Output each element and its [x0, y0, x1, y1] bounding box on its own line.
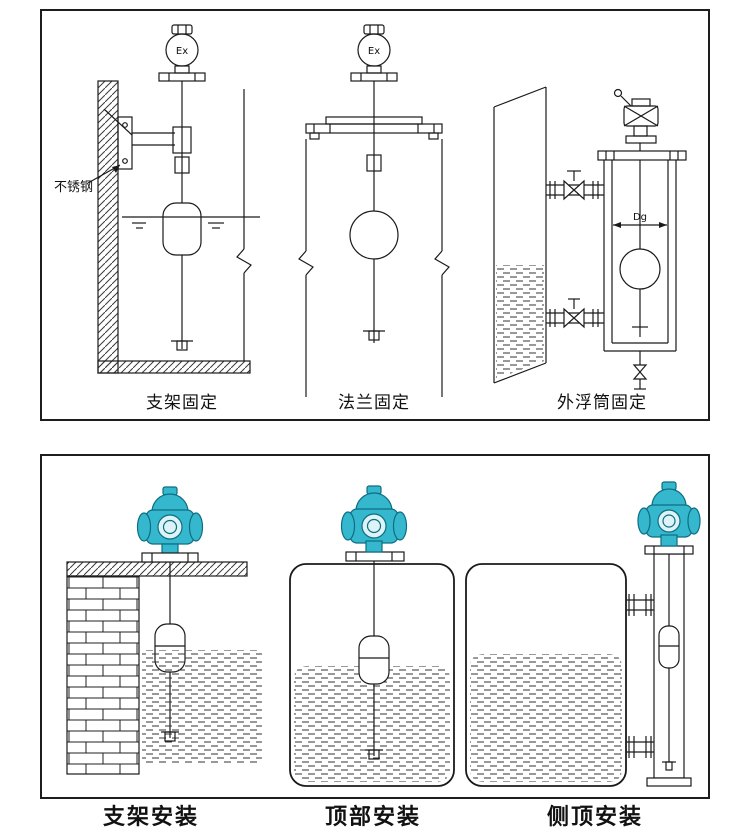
float: [619, 248, 661, 290]
water-level: [122, 216, 260, 229]
bottom-stop: [171, 340, 193, 351]
transmitter-head: [136, 486, 204, 556]
brick-wall: [66, 575, 140, 775]
bottom-stop: [365, 749, 383, 760]
tank-wall-break: [236, 89, 252, 361]
stainless-annotation: 不锈钢: [54, 164, 121, 195]
ex-mark: Ex: [368, 46, 380, 57]
flange: [141, 552, 199, 563]
lower-isolation-valve: [546, 298, 604, 329]
float: [658, 625, 680, 669]
figure-bracket-install: [66, 486, 262, 775]
float: [162, 202, 202, 256]
installation-captions: 支架安装 顶部安装 侧顶安装: [40, 799, 706, 831]
flange: [625, 135, 657, 144]
figure-side-top-install: [465, 481, 701, 787]
rod-coupling: [174, 156, 190, 174]
drain-valve: [632, 351, 648, 390]
water-fill: [496, 265, 544, 379]
flange: [350, 72, 398, 82]
floor-hatched: [97, 360, 251, 374]
bottom-stop: [662, 761, 676, 771]
water-fill: [470, 654, 622, 782]
transmitter-head: Ex: [350, 24, 398, 82]
water-fill: [142, 650, 262, 764]
rod-coupling: [366, 154, 382, 172]
mounting-bracket: [103, 108, 192, 170]
upper-isolation-valve: [546, 170, 604, 201]
figure-label: 外浮筒固定: [557, 393, 647, 413]
wall-hatched: [97, 80, 119, 374]
stainless-steel-label: 不锈钢: [54, 180, 93, 195]
caption-bracket-install: 支架安装: [102, 805, 199, 830]
caption-top-install: 顶部安装: [324, 805, 421, 830]
figure-label: 支架固定: [146, 393, 218, 413]
tank-walls-break: [298, 139, 450, 397]
installation-methods-drawing: [66, 481, 701, 787]
bottom-stop: [363, 330, 385, 341]
figure-top-install: [289, 485, 455, 787]
figure-flange-fixed: Ex: [298, 24, 450, 413]
transmitter-head: [613, 88, 659, 151]
figure-bracket-fixed: Ex: [54, 24, 260, 413]
bracket-shelf: [66, 561, 248, 577]
float: [358, 635, 390, 685]
lower-connector: [626, 736, 654, 758]
upper-connector: [626, 594, 654, 616]
installation-methods-panel: [40, 454, 710, 799]
display-dial: [157, 514, 183, 540]
water-fill: [294, 666, 450, 782]
fixing-methods-panel: Ex: [40, 9, 710, 421]
tank-band: [493, 86, 547, 384]
flange: [158, 72, 206, 82]
figure-external-chamber-fixed: Dg: [493, 86, 687, 413]
transmitter-head: Ex: [158, 24, 206, 82]
flange: [345, 551, 405, 562]
display-dial: [361, 513, 387, 539]
ex-mark: Ex: [176, 46, 188, 57]
fixing-methods-drawing: Ex: [54, 24, 687, 413]
caption-side-top-install: 侧顶安装: [546, 805, 643, 830]
transmitter-head: [340, 485, 408, 553]
transmitter-head: [637, 481, 701, 547]
float: [349, 210, 399, 260]
float-chamber: [597, 150, 687, 352]
bottom-stop: [161, 731, 179, 742]
figure-label: 法兰固定: [338, 393, 410, 413]
display-dial: [657, 509, 681, 533]
